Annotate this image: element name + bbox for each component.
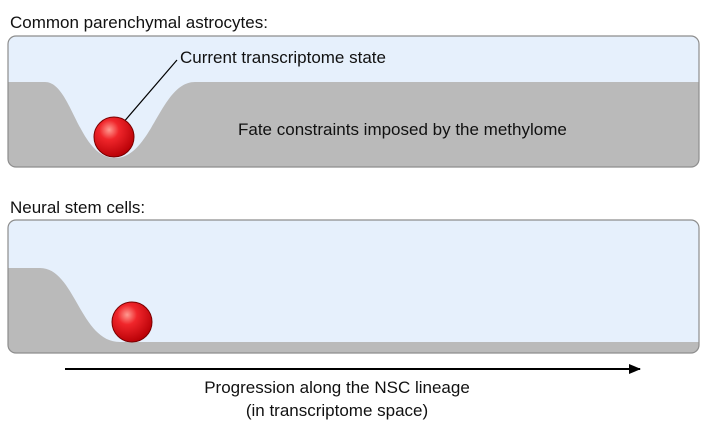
ball-label-text: Current transcriptome state (180, 48, 386, 67)
landscape-label-text: Fate constraints imposed by the methylom… (238, 120, 567, 139)
landscape-ground-nsc (8, 268, 699, 353)
progression-label-line2: (in transcriptome space) (246, 401, 428, 420)
panel-title-nsc: Neural stem cells: (10, 198, 145, 217)
transcriptome-state-ball-nsc (111, 301, 153, 343)
progression-label-line1: Progression along the NSC lineage (204, 378, 470, 397)
landscape-ground-astrocytes (8, 82, 699, 167)
progression-axis: Progression along the NSC lineage (in tr… (65, 364, 641, 420)
panel-title-astrocytes: Common parenchymal astrocytes: (10, 13, 268, 32)
ball-label-leader-line (121, 59, 178, 125)
landscape-frame-astrocytes (7, 35, 700, 168)
panel-astrocytes: Common parenchymal astrocytes: Current t… (7, 13, 700, 168)
transcriptome-state-ball-astrocytes (93, 116, 135, 158)
landscape-sky-nsc (8, 220, 699, 353)
landscape-frame-nsc (7, 219, 700, 354)
panel-neural-stem-cells: Neural stem cells: (7, 198, 700, 354)
